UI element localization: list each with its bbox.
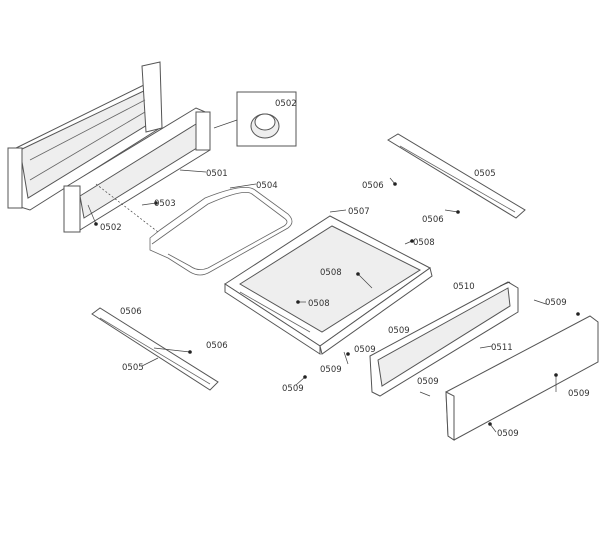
part-label: 0507 bbox=[348, 207, 370, 217]
part-label: 0506 bbox=[120, 307, 142, 317]
part-label: 0506 bbox=[362, 181, 384, 191]
part-label: 0506 bbox=[206, 341, 228, 351]
part-label: 0508 bbox=[413, 238, 435, 248]
part-label: 0511 bbox=[491, 343, 513, 353]
part-label: 0509 bbox=[568, 389, 590, 399]
part-label: 0505 bbox=[474, 169, 496, 179]
fastener-markers bbox=[94, 182, 580, 426]
part-label: 0509 bbox=[388, 326, 410, 336]
part-label: 0508 bbox=[320, 268, 342, 278]
heating-element bbox=[95, 183, 293, 276]
part-label: 0504 bbox=[256, 181, 278, 191]
part-labels: 0502 0501 0503 0504 0502 0505 0506 0506 … bbox=[100, 99, 590, 439]
part-label: 0509 bbox=[545, 298, 567, 308]
part-label: 0509 bbox=[282, 384, 304, 394]
rail-left bbox=[91, 307, 219, 391]
knob-inset bbox=[213, 91, 297, 147]
drawer-box bbox=[224, 215, 433, 355]
outer-front-panel bbox=[445, 315, 599, 441]
part-label: 0502 bbox=[100, 223, 122, 233]
part-label: 0506 bbox=[422, 215, 444, 225]
rear-frame bbox=[7, 61, 163, 211]
part-label: 0509 bbox=[497, 429, 519, 439]
inner-front-panel bbox=[369, 281, 519, 397]
part-label: 0510 bbox=[453, 282, 475, 292]
part-label: 0509 bbox=[320, 365, 342, 375]
part-label: 0503 bbox=[154, 199, 176, 209]
part-label: 0509 bbox=[354, 345, 376, 355]
part-label: 0502 bbox=[275, 99, 297, 109]
part-label: 0501 bbox=[206, 169, 228, 179]
part-label: 0509 bbox=[417, 377, 439, 387]
rail-right bbox=[387, 133, 526, 219]
part-label: 0505 bbox=[122, 363, 144, 373]
part-label: 0508 bbox=[308, 299, 330, 309]
